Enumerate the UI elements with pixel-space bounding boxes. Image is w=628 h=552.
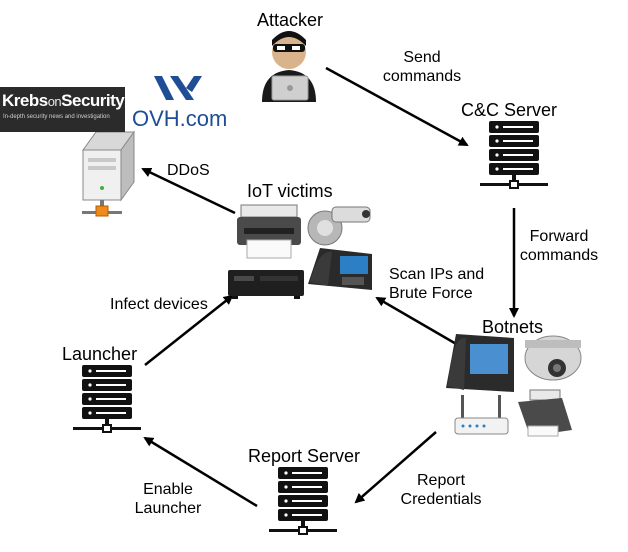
- security-camera-icon: [307, 206, 371, 246]
- launcher-server-icon: [72, 364, 142, 433]
- node-label-report-server: Report Server: [248, 446, 361, 466]
- report-server-icon: [268, 466, 338, 535]
- edge-label-ddos: DDoS: [167, 162, 210, 179]
- dome-camera-icon: [524, 335, 582, 381]
- node-label-attacker: Attacker: [257, 10, 324, 30]
- node-label-cc-server: C&C Server: [461, 100, 558, 120]
- dvr-box-icon: [228, 270, 304, 299]
- arrow-report-credentials: [354, 431, 437, 504]
- edge-label-scan-brute-force: Scan IPs and Brute Force: [389, 266, 485, 302]
- arrow-send-commands: [325, 66, 469, 147]
- attacker-icon: [262, 31, 316, 102]
- ovh-mark-icon: [154, 76, 202, 100]
- ovh-logo-text: OVH.com: [132, 106, 228, 131]
- node-label-botnets: Botnets: [482, 317, 544, 337]
- arrow-scan-brute-force: [375, 296, 459, 347]
- ip-phone-icon: [308, 248, 372, 290]
- printer-icon: [237, 204, 301, 259]
- node-label-launcher: Launcher: [62, 344, 138, 364]
- arrow-enable-launcher: [143, 436, 258, 508]
- edge-label-forward-commands: Forward commands: [519, 228, 599, 264]
- arrow-ddos: [141, 167, 236, 215]
- arrow-infect-devices: [144, 294, 234, 366]
- cc-server-icon: [479, 120, 549, 189]
- ovh-logo: OVH.com: [132, 76, 228, 132]
- victim-tower-server-icon: [82, 130, 135, 217]
- edge-label-send-commands: Send commands: [382, 49, 462, 85]
- node-label-iot-victims: IoT victims: [247, 181, 333, 201]
- botnet-printer-icon: [518, 389, 572, 437]
- edge-label-infect-devices: Infect devices: [110, 296, 208, 313]
- krebs-on-security-logo: KrebsonSecurity In-depth security news a…: [0, 87, 125, 132]
- edge-label-enable-launcher: Enable Launcher: [134, 481, 202, 517]
- edge-label-report-credentials: Report Credentials: [400, 472, 482, 508]
- video-phone-icon: [446, 334, 514, 392]
- router-icon: [454, 395, 509, 435]
